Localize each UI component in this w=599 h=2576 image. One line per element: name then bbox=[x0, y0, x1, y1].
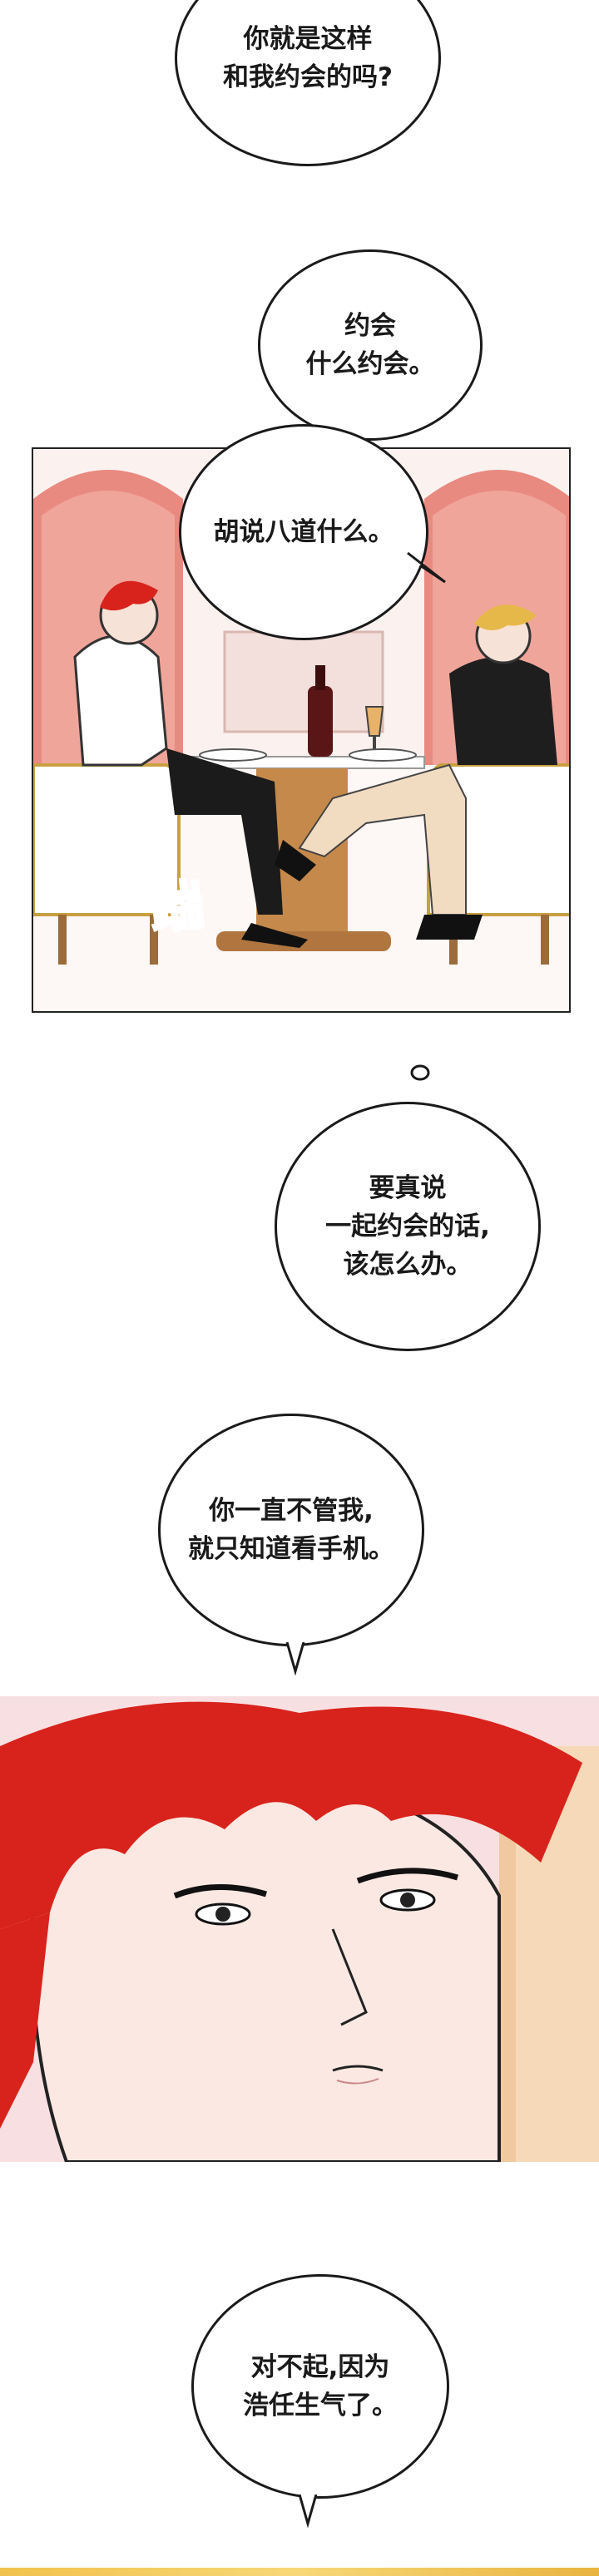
speech-bubble-5: 你一直不管我, 就只知道看手机。 bbox=[158, 1414, 424, 1646]
bubble-5-tail bbox=[285, 1642, 305, 1675]
bubble-3-text: 胡说八道什么。 bbox=[213, 517, 394, 547]
closeup-face-art bbox=[0, 1696, 599, 2162]
bubble-5-text: 你一直不管我, 就只知道看手机。 bbox=[188, 1496, 394, 1564]
speech-bubble-1: 你就是这样 和我约会的吗? bbox=[175, 0, 441, 166]
panel-closeup bbox=[0, 1696, 599, 2162]
speech-bubble-6: 对不起,因为 浩任生气了。 bbox=[191, 2274, 449, 2499]
bubble-1-text: 你就是这样 和我约会的吗? bbox=[223, 24, 393, 92]
speech-bubble-3: 胡说八道什么。 bbox=[179, 424, 428, 640]
next-panel-strip bbox=[0, 2568, 599, 2576]
bubble-3-tail bbox=[407, 551, 446, 584]
thought-bubble-4: 要真说 一起约会的话, 该怎么办。 bbox=[275, 1102, 541, 1351]
bubble-4-text: 要真说 一起约会的话, 该怎么办。 bbox=[325, 1173, 490, 1280]
thought-dots bbox=[410, 1064, 430, 1081]
sfx-kick: 踹 bbox=[146, 873, 207, 942]
bubble-6-text: 对不起,因为 浩任生气了。 bbox=[243, 2352, 398, 2421]
bubble-6-tail bbox=[298, 2495, 318, 2528]
speech-bubble-2: 约会 什么约会。 bbox=[258, 249, 483, 441]
bubble-2-text: 约会 什么约会。 bbox=[305, 311, 435, 379]
